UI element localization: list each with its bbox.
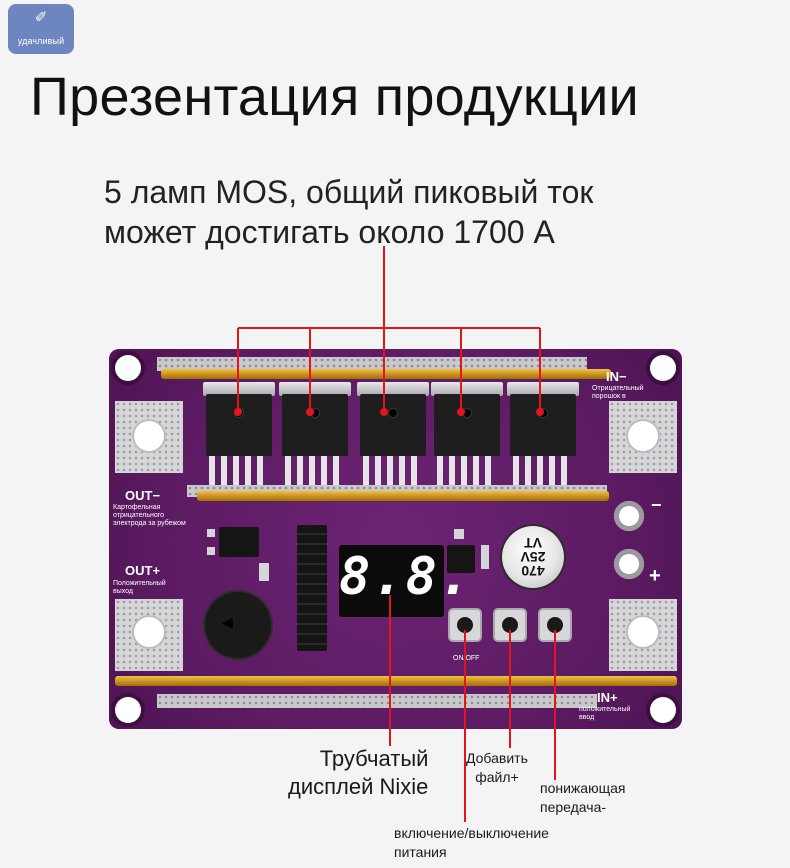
mosfet-1: [203, 382, 275, 492]
callout-downshift: понижающая передача-: [540, 779, 625, 817]
power-button[interactable]: [450, 610, 480, 640]
callout-power: включение/выключение питания: [394, 824, 549, 862]
nixie-display: 8.8.: [339, 545, 473, 617]
label-on-off: ON/OFF: [453, 655, 480, 662]
logo-badge: ✐ удачливый: [8, 4, 74, 54]
page-title: Презентация продукции: [30, 67, 640, 127]
bottom-rail: [157, 694, 597, 708]
pad-in-plus-hole: [626, 615, 660, 649]
mos-headline-line-2: может достигать около 1700 А: [104, 214, 555, 250]
mos-headline: 5 ламп MOS, общий пиковый ток может дост…: [104, 172, 593, 252]
top-rail: [157, 357, 587, 371]
mount-hole-bottom-right: [650, 697, 676, 723]
callout-nixie-display: Трубчатый дисплей Nixie: [288, 745, 428, 801]
label-in-minus: IN−: [606, 369, 627, 384]
callout-add-line-1: Добавить: [466, 750, 528, 766]
mosfet-2: [279, 382, 351, 492]
callout-add-file: Добавить файл+: [466, 749, 528, 787]
circuit-board: IN− Отрицательный порошок в OUT− Картофе…: [109, 349, 682, 729]
label-out-plus-sub: Положительный выход: [113, 580, 166, 595]
battery-minus-terminal: [614, 501, 644, 531]
display-digits: 8.8.: [339, 547, 473, 607]
pad-out-minus-hole: [132, 419, 166, 453]
callout-add-line-2: файл+: [475, 769, 519, 785]
pad-out-plus-hole: [132, 615, 166, 649]
label-minus-sign: −: [651, 495, 662, 515]
smd-resistor-1: [207, 529, 215, 537]
capacitor-label: 470 25V VT: [520, 535, 546, 579]
mosfet-5: [507, 382, 579, 492]
smd-resistor-5: [481, 545, 489, 569]
buzzer: ◀: [205, 592, 271, 658]
capacitor: 470 25V VT: [502, 526, 564, 588]
bottom-gold-bar: [115, 676, 677, 686]
down-button[interactable]: [540, 610, 570, 640]
power-chip: [219, 527, 259, 557]
middle-gold-bar: [197, 491, 609, 501]
label-in-minus-sub: Отрицательный порошок в: [592, 385, 644, 400]
callout-nixie-line-2: дисплей Nixie: [288, 774, 429, 799]
label-in-plus-sub: положительный ввод: [579, 706, 631, 721]
smd-resistor-3: [259, 563, 269, 581]
callout-power-line-1: включение/выключение: [394, 825, 549, 841]
add-button[interactable]: [495, 610, 525, 640]
label-out-minus: OUT−: [125, 488, 161, 503]
mosfet-3: [357, 382, 429, 492]
callout-nixie-line-1: Трубчатый: [319, 746, 429, 771]
callout-down-line-1: понижающая: [540, 780, 626, 796]
mount-hole-bottom-left: [115, 697, 141, 723]
label-out-plus: OUT+: [125, 563, 161, 578]
mount-hole-top-right: [650, 355, 676, 381]
pad-in-minus: [609, 401, 677, 473]
pad-in-minus-hole: [626, 419, 660, 453]
controller-chip: [297, 525, 327, 651]
mosfet-4: [431, 382, 503, 492]
callout-power-line-2: питания: [394, 844, 447, 860]
pad-out-minus: [115, 401, 183, 473]
smd-resistor-2: [207, 547, 215, 555]
battery-plus-terminal: [614, 549, 644, 579]
label-plus-sign: +: [649, 565, 661, 587]
mount-hole-top-left: [115, 355, 141, 381]
buzzer-marker-icon: ◀: [222, 614, 233, 630]
mos-headline-line-1: 5 ламп MOS, общий пиковый ток: [104, 174, 594, 210]
feather-icon: ✐: [34, 9, 48, 26]
label-in-plus: IN+: [597, 690, 618, 705]
label-out-minus-sub: Картофельная отрицательного электрода за…: [113, 504, 186, 527]
regulator-chip: [447, 545, 475, 573]
logo-label: удачливый: [17, 36, 65, 46]
smd-resistor-4: [454, 529, 464, 539]
callout-down-line-2: передача-: [540, 799, 607, 815]
top-gold-bar: [161, 369, 611, 379]
